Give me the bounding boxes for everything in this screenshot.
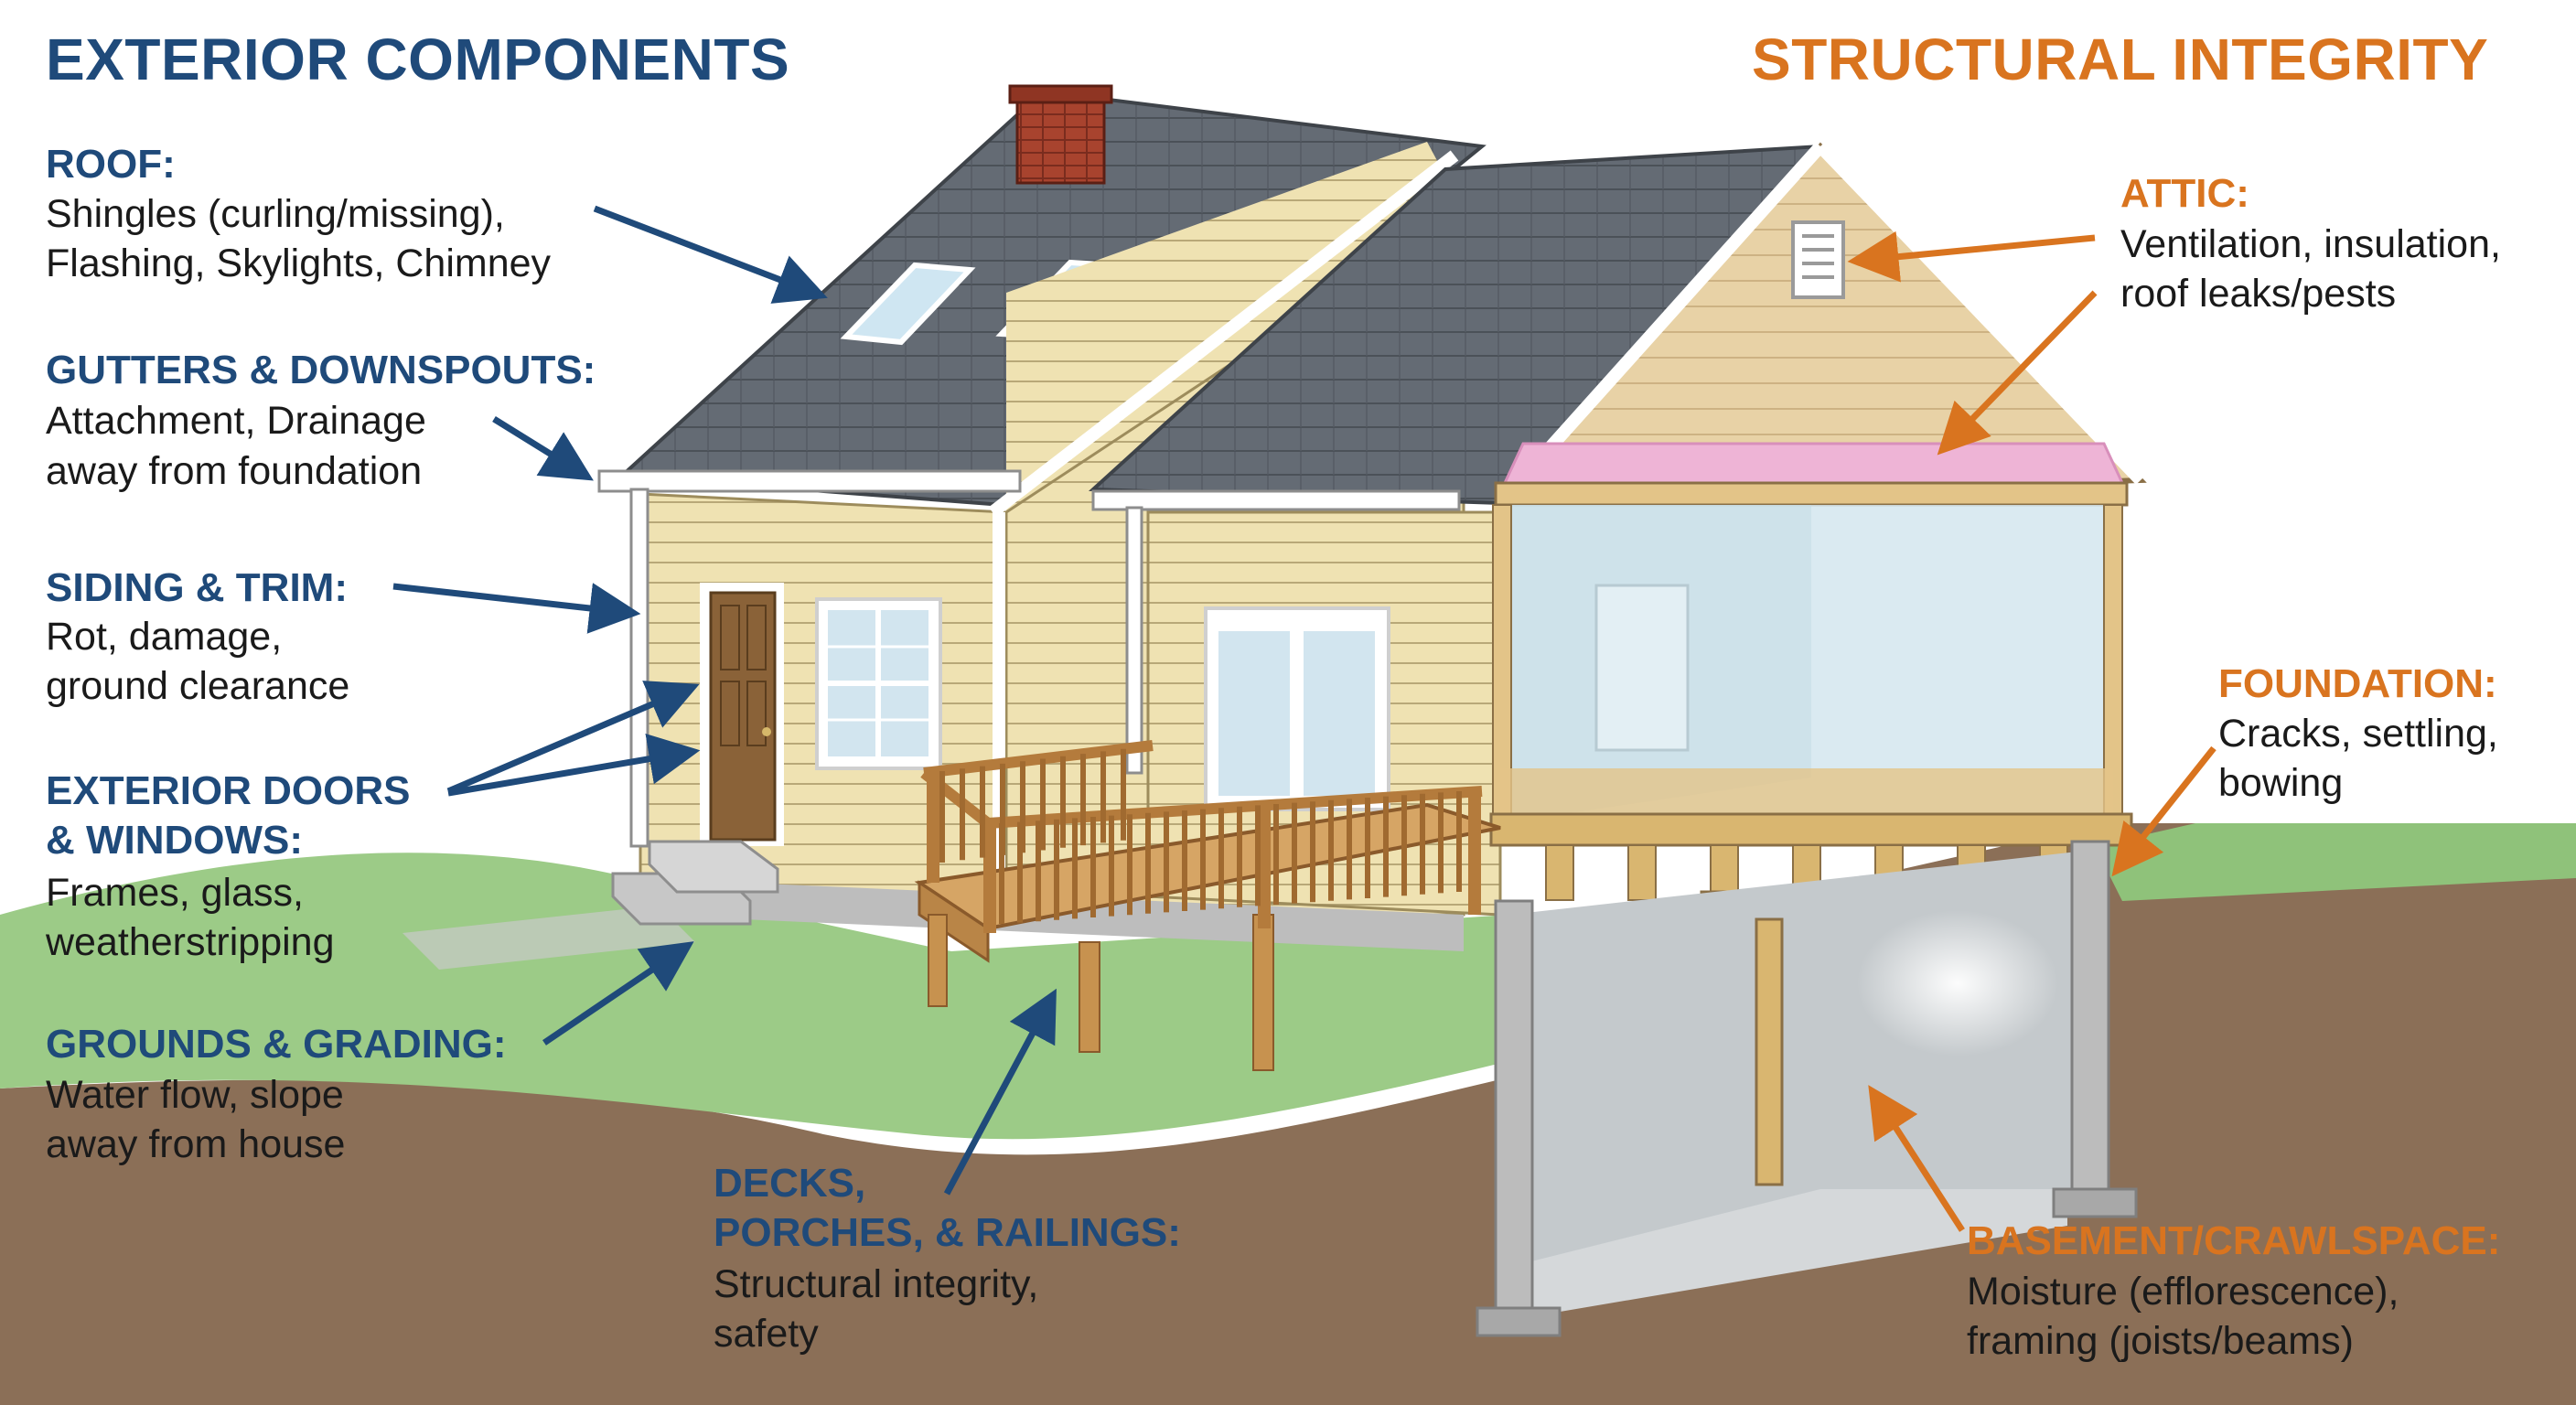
ground-soil (0, 1079, 1500, 1405)
siding-desc-line: Rot, damage, (46, 615, 283, 659)
basement-label: BASEMENT/CRAWLSPACE: (1967, 1218, 2501, 1263)
doorway (1594, 584, 1690, 752)
gutter (1091, 489, 1461, 511)
insulation (1502, 442, 2125, 485)
exterior-title: EXTERIOR COMPONENTS (46, 27, 790, 92)
basement-floor (1528, 1189, 2067, 1317)
roof-label: ROOF: (46, 142, 176, 187)
grounds-desc-line: Water flow, slope (46, 1073, 344, 1117)
grounds-desc-line: away from house (46, 1122, 346, 1166)
deck (914, 740, 1501, 1071)
downspout (1125, 506, 1143, 775)
grounds-label: GROUNDS & GRADING: (46, 1022, 507, 1067)
gutters-desc-line: Attachment, Drainage (46, 399, 426, 443)
arrow-windows (447, 734, 701, 797)
roof-desc-line: Flashing, Skylights, Chimney (46, 241, 552, 285)
decks-label-line: DECKS, (714, 1161, 866, 1206)
skylight (840, 262, 976, 346)
basement-desc-line: framing (joists/beams) (1967, 1319, 2354, 1363)
arrow-attic-insulation (1937, 290, 2098, 456)
gable-trim (988, 150, 1459, 518)
lawn (0, 853, 1509, 1140)
arrow-attic-vent (1847, 231, 2096, 283)
attic-label: ATTIC: (2120, 171, 2249, 216)
doors-label-line: EXTERIOR DOORS (46, 768, 411, 813)
arrow-foundation (2111, 745, 2216, 877)
floor-rim (1489, 812, 2133, 847)
siding-desc-line: ground clearance (46, 664, 350, 708)
basement-desc-line: Moisture (efflorescence), (1967, 1270, 2399, 1314)
efflorescence (1857, 910, 2058, 1056)
arrow-doors (446, 681, 700, 795)
arrow-grounds (542, 941, 694, 1046)
walkway (402, 906, 695, 970)
arrow-basement (1868, 1085, 1965, 1232)
arrow-roof (593, 205, 828, 304)
arrow-siding (392, 583, 641, 634)
floor (1500, 768, 2113, 823)
decks-desc-line: Structural integrity, (714, 1262, 1039, 1306)
structural-title: STRUCTURAL INTEGRITY (1752, 27, 2489, 92)
foundation-desc-line: bowing (2218, 761, 2344, 805)
foundation-wall (1494, 899, 1534, 1333)
footing (1476, 1306, 1562, 1337)
doors-desc-line: Frames, glass, (46, 871, 304, 915)
foundation-label: FOUNDATION: (2218, 661, 2497, 706)
chimney-cap (1008, 84, 1113, 104)
attic-desc-line: Ventilation, insulation, (2120, 222, 2501, 266)
arrow-decks (943, 988, 1057, 1196)
decks-label-line: PORCHES, & RAILINGS: (714, 1210, 1181, 1255)
ceiling-joist (1494, 481, 2129, 507)
doors-desc-line: weatherstripping (46, 920, 335, 964)
downspout (629, 488, 649, 848)
arrow-gutters (492, 416, 594, 481)
roof-desc-line: Shingles (curling/missing), (46, 192, 505, 236)
foundation-wall (2070, 840, 2110, 1209)
gutters-label: GUTTERS & DOWNSPOUTS: (46, 348, 596, 392)
lawn-right (2095, 823, 2576, 901)
attic-vent (1791, 220, 1845, 299)
support-post (1755, 917, 1784, 1186)
decks-desc-line: safety (714, 1312, 819, 1356)
siding-label: SIDING & TRIM: (46, 565, 348, 610)
attic-desc-line: roof leaks/pests (2120, 272, 2397, 316)
gutter (597, 469, 1022, 493)
doors-label-line: & WINDOWS: (46, 818, 304, 863)
rafter (1815, 142, 2146, 485)
footing (2052, 1187, 2138, 1218)
gutters-desc-line: away from foundation (46, 449, 423, 493)
chimney (1015, 97, 1106, 185)
foundation-desc-line: Cracks, settling, (2218, 712, 2498, 756)
